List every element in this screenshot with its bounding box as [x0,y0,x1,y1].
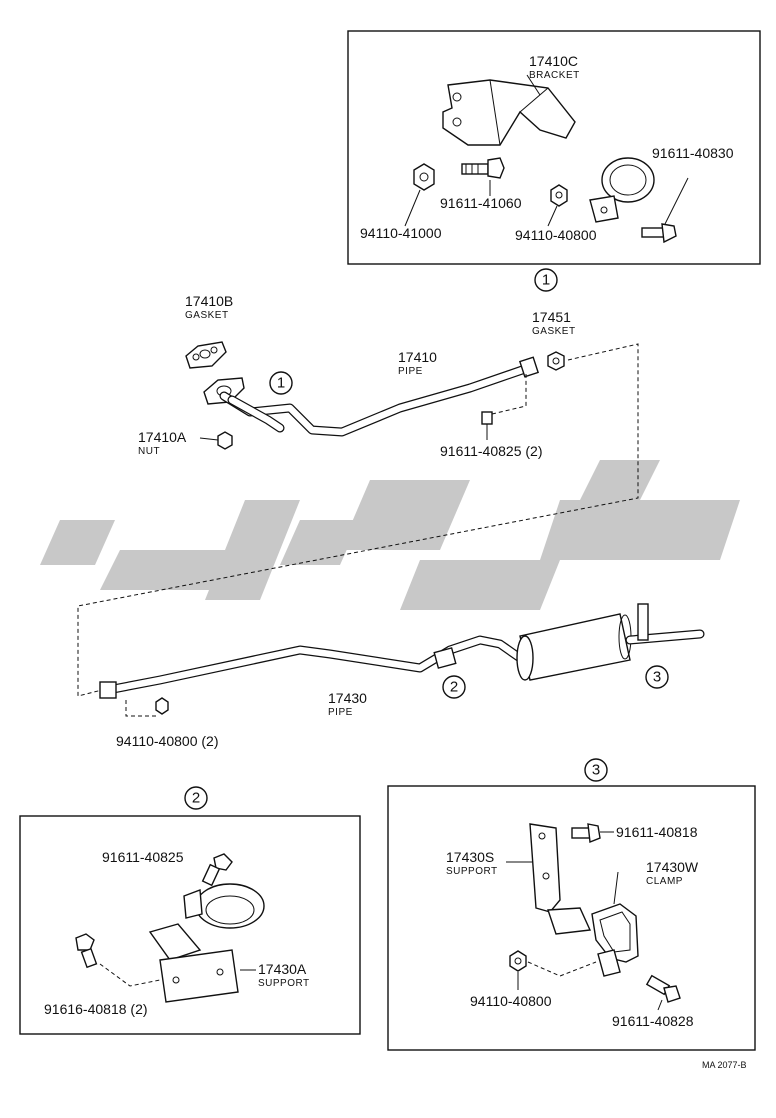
detail-box-2: 2 91611-40825 17430A SUPPORT 91 [19,786,361,1035]
label-94110-40800-top: 94110-40800 [515,227,597,243]
label-17430-number: 17430 [328,690,367,706]
svg-text:3: 3 [653,669,661,686]
label-17410c-name: BRACKET [529,70,580,81]
label-17410a-number: 17410A [138,429,187,445]
bolt-91611-40828-shape [645,974,681,1003]
callout-1-pipe: 1 [269,371,293,395]
label-17451-name: GASKET [532,326,576,337]
nut-94110-40800-b-shape [509,950,527,972]
label-17430w-number: 17430W [646,859,699,875]
svg-text:1: 1 [542,272,550,289]
svg-text:2: 2 [450,679,458,696]
clamp-17430w-shape [591,903,639,977]
bolt-91611-40818-shape [571,823,601,843]
label-91616-40818-2: 91616-40818 (2) [44,1001,148,1017]
front-pipe-17410: 17410B GASKET 17410 PIPE 17451 GASKET 17… [77,293,639,697]
watermark [40,460,740,610]
bolt-91611-40825-2-shape [481,411,493,440]
detail-box-3: 3 [387,758,756,1051]
nut-94110-41000-shape [413,163,435,191]
label-17430s-number: 17430S [446,849,494,865]
label-17430a-number: 17430A [258,961,307,977]
label-91611-40825-2: 91611-40825 (2) [440,443,542,459]
callout-3-pipe: 3 [645,665,669,689]
nut-94110-40800-top-shape [550,184,568,207]
support-17430a-shape [148,923,239,1003]
muffler-shape [516,603,705,681]
callout-1-box: 1 [534,268,558,292]
label-91611-40828: 91611-40828 [612,1013,694,1029]
label-17430w-name: CLAMP [646,876,683,887]
svg-text:2: 2 [192,790,200,807]
label-17410a-name: NUT [138,446,160,457]
svg-text:3: 3 [592,762,600,779]
bolt-91611-40830-shape [641,223,677,244]
reference-code: MA 2077-B [702,1060,747,1070]
callout-2-box: 2 [184,786,208,810]
label-91611-40818: 91611-40818 [616,824,698,840]
label-17430a-name: SUPPORT [258,978,310,989]
label-94110-41000: 94110-41000 [360,225,442,241]
label-17410c-number: 17410C [529,53,578,69]
svg-text:1: 1 [277,375,285,392]
label-17410b-number: 17410B [185,293,233,309]
label-91611-41060: 91611-41060 [440,195,522,211]
gasket-17451-shape [547,351,565,371]
tail-pipe-17430: 17430 PIPE 94110-40800 (2) 2 3 [99,603,705,749]
label-17410-name: PIPE [398,366,423,377]
label-17410-number: 17410 [398,349,437,365]
gasket-17410b-shape [185,341,227,369]
label-91611-40830: 91611-40830 [652,145,734,161]
clamp-shape [589,157,655,223]
callout-2-pipe: 2 [442,675,466,699]
label-94110-40800-2: 94110-40800 (2) [116,733,218,749]
bracket-17410c-shape [442,79,576,146]
label-94110-40800-b: 94110-40800 [470,993,552,1009]
callout-3-box: 3 [584,758,608,782]
label-91611-40825: 91611-40825 [102,849,184,865]
label-17410b-name: GASKET [185,310,229,321]
bolt-91616-40818-shape [75,933,98,969]
detail-box-1: 17410C BRACKET 91611-40830 91611-41060 9… [347,30,761,265]
bolt-91611-40825-shape [201,853,233,887]
label-17430s-name: SUPPORT [446,866,498,877]
label-17451-number: 17451 [532,309,571,325]
clamp-band-shape [183,883,265,929]
bolt-91611-41060-shape [461,157,505,179]
nut-17410a-shape [217,431,233,450]
support-17430s-shape [529,823,592,935]
label-17430-name: PIPE [328,707,353,718]
